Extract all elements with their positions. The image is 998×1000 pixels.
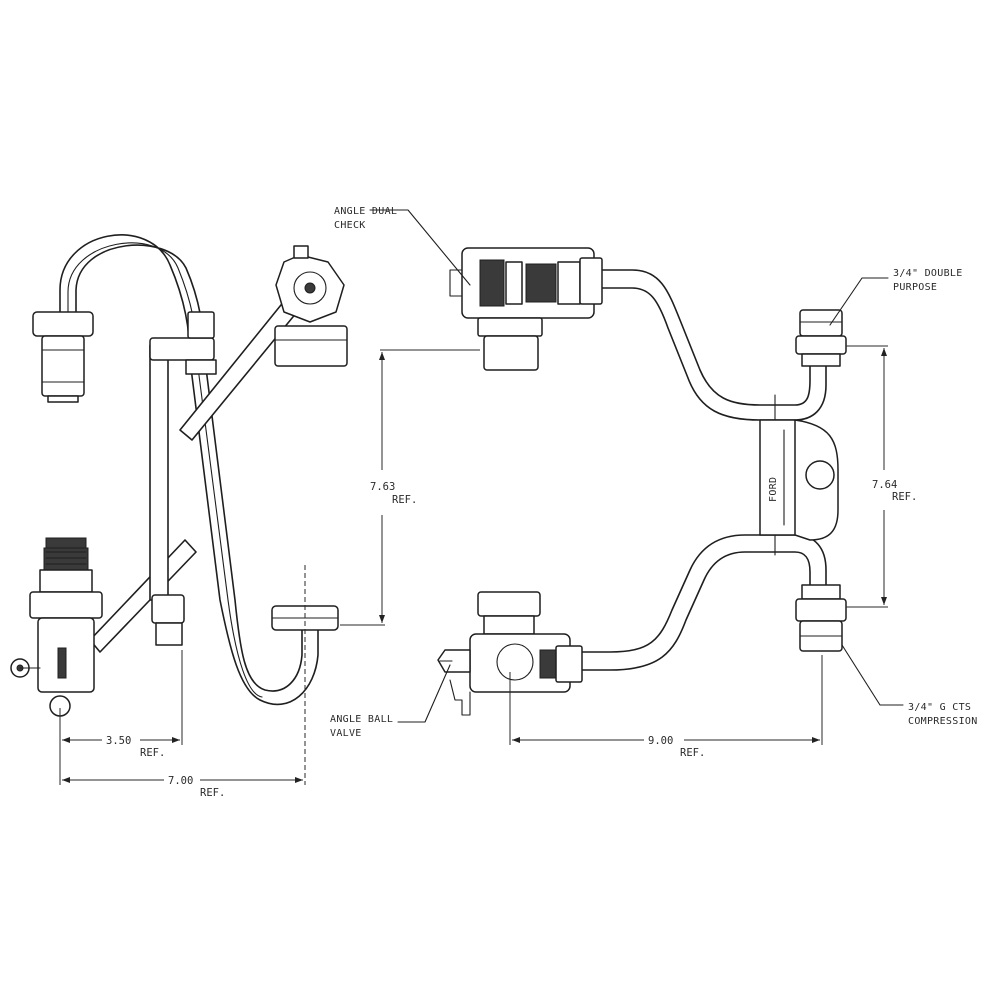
dim-350-value: 3.50 [106,735,131,747]
dim-763-ref: REF. [392,494,417,506]
dim-764: 7.64 REF. [846,345,917,608]
front-view-dual-check-valve [449,247,603,371]
front-view-lower-pipe [579,534,827,671]
label-double-purpose-1: 3/4" DOUBLE [893,268,963,279]
front-view-cts-fitting [795,584,847,652]
bracket-mark: FORD [768,477,779,502]
side-view-top-left-fitting [32,311,94,403]
dim-700-ref: REF. [200,787,225,799]
label-ball-valve-2: VALVE [330,728,362,739]
side-view-hex-fitting [274,245,348,367]
leader-cts [841,644,904,706]
dim-700: 7.00 REF. [62,775,303,799]
dim-350: 3.50 REF. [62,735,180,759]
label-dual-check-2: CHECK [334,220,366,231]
side-view-lower-coupling [151,594,185,646]
side-view-meter-valve [10,537,103,717]
front-view-ball-valve [437,591,583,716]
dim-763: 7.63 REF. [340,349,480,626]
dim-763-value: 7.63 [370,481,395,493]
side-view-assembly: 3.50 REF. 7.00 REF. [10,234,348,799]
side-view-vertical-pipe [149,344,169,601]
front-view-upper-pipe [599,269,827,421]
front-view-double-purpose-fitting [795,309,847,367]
dim-900-value: 9.00 [648,735,673,747]
dim-764-value: 7.64 [872,479,897,491]
dim-900-ref: REF. [680,747,705,759]
leader-dual-check [369,209,471,286]
leader-ball-valve [397,664,451,723]
label-double-purpose-2: PURPOSE [893,282,937,293]
side-view-mid-fittings [149,311,217,375]
label-cts-2: COMPRESSION [908,716,978,727]
front-view-assembly: FORD [330,206,978,759]
front-view-bracket: FORD [759,394,839,556]
dim-700-value: 7.00 [168,775,193,787]
label-dual-check-1: ANGLE DUAL [334,206,397,217]
side-view-loop-center [67,242,263,698]
dim-764-ref: REF. [892,491,917,503]
dim-900: 9.00 REF. [509,655,823,759]
leader-double-purpose [829,277,889,326]
label-ball-valve-1: ANGLE BALL [330,714,393,725]
dim-350-ref: REF. [140,747,165,759]
label-cts-1: 3/4" G CTS [908,702,971,713]
